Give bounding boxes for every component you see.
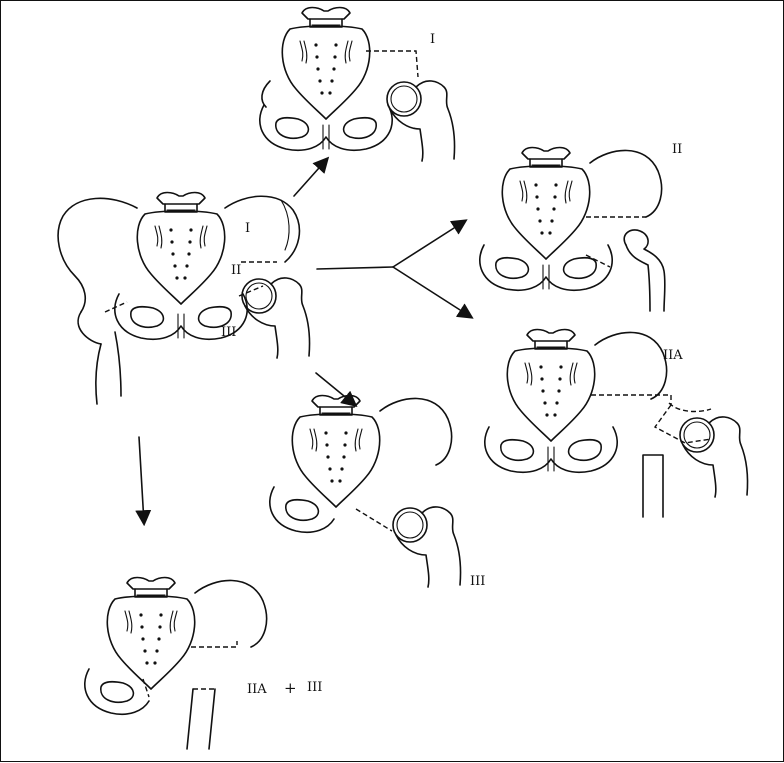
- combo-plus-label: +: [284, 679, 297, 697]
- type-iia-label: IIA: [663, 348, 683, 363]
- arrow-to-type-iia: [393, 267, 471, 317]
- arrow-to-type-i: [294, 159, 327, 196]
- type-iia-plus-iii-resection: [85, 578, 267, 750]
- type-i-resection: I: [260, 8, 455, 162]
- type-i-label: I: [430, 32, 435, 47]
- type-ii-label: II: [672, 142, 682, 157]
- type-iia-resection: IIA: [485, 330, 748, 518]
- type-iii-label: III: [470, 574, 485, 589]
- type-iii-resection: III: [270, 396, 486, 590]
- type-ii-resection: II: [480, 142, 682, 311]
- arrow-to-type-iii: [316, 373, 355, 405]
- full-pelvis: I II III: [58, 193, 309, 405]
- main-zone-ii-label: II: [231, 263, 241, 278]
- main-zone-i-label: I: [245, 221, 250, 236]
- main-zone-iii-label: III: [221, 325, 236, 340]
- combo-iia-label: IIA: [247, 682, 267, 697]
- arrow-to-type-iia-plus-iii: [139, 437, 144, 523]
- arrow-fork-stem: [317, 267, 393, 269]
- combo-iii-label: III: [307, 680, 322, 695]
- arrow-to-type-ii: [393, 221, 465, 267]
